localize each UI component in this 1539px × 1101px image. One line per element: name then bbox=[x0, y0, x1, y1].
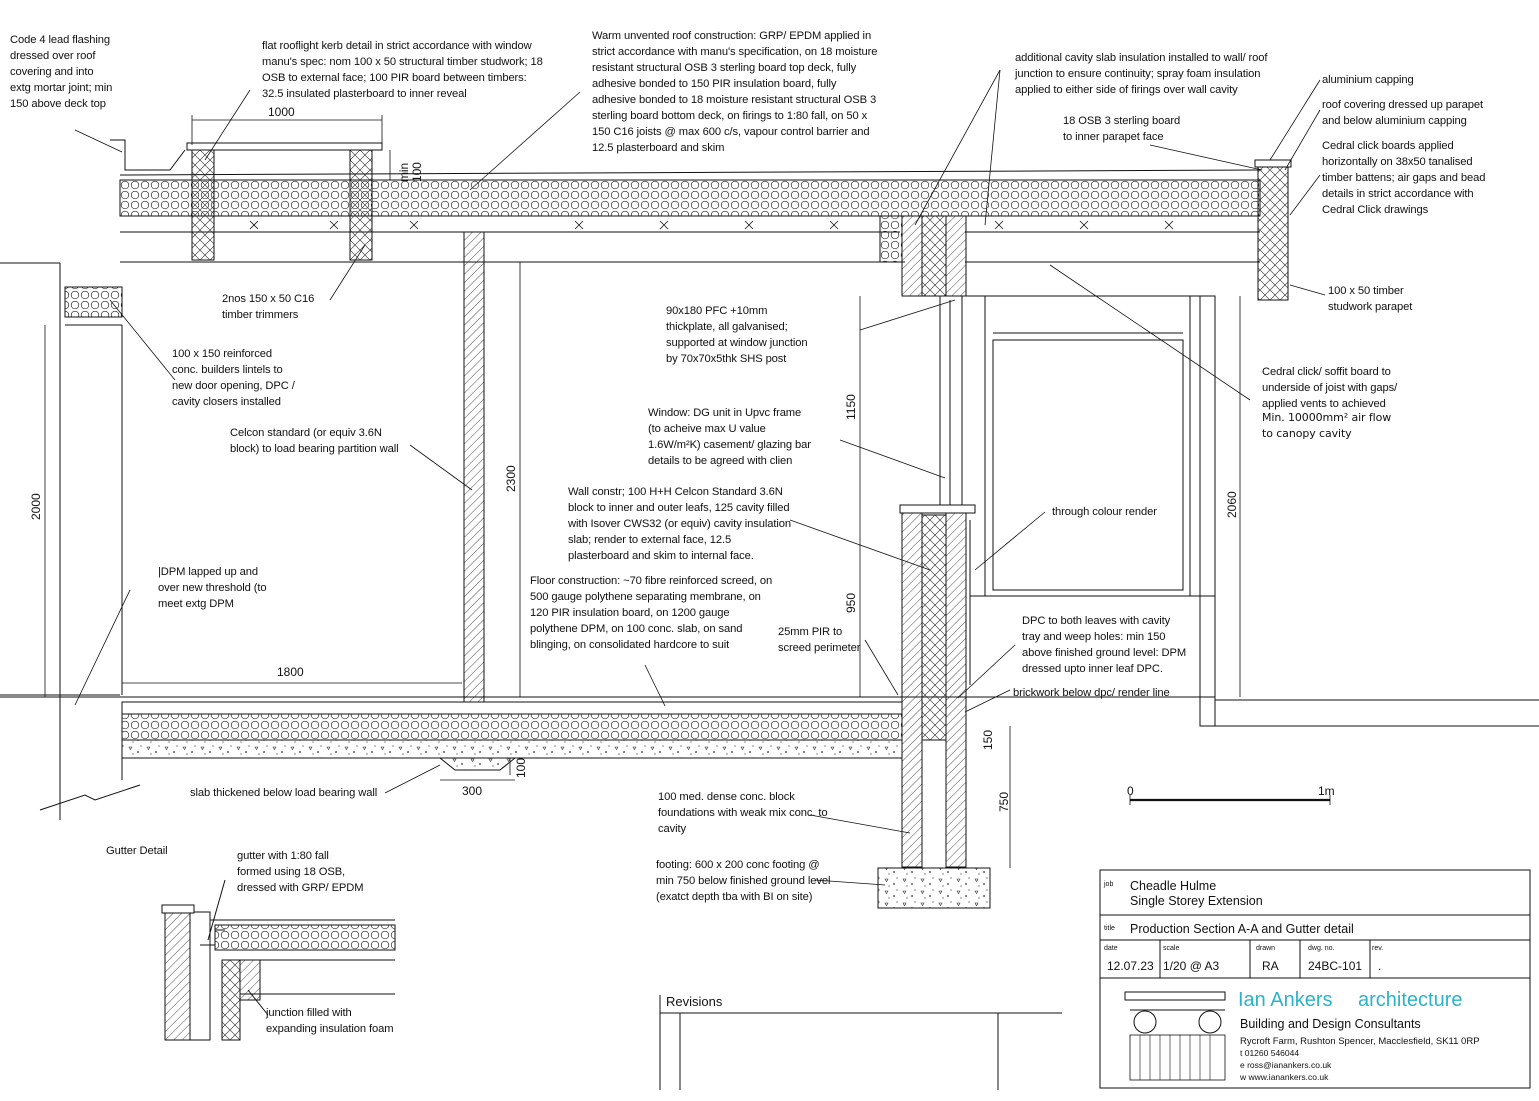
project-line2: Single Storey Extension bbox=[1130, 894, 1263, 908]
note-pfc: 90x180 PFC +10mm thickplate, all galvani… bbox=[666, 305, 808, 365]
scale-bar-start: 0 bbox=[1127, 784, 1134, 798]
dim-ceiling-height: 2300 bbox=[504, 465, 518, 492]
note-brickwork: brickwork below dpc/ render line bbox=[1013, 687, 1170, 699]
rev-value: . bbox=[1378, 959, 1381, 973]
title-block bbox=[659, 869, 1531, 1090]
telephone: t 01260 546044 bbox=[1240, 1048, 1299, 1058]
note-lintels: 100 x 150 reinforced conc. builders lint… bbox=[172, 348, 295, 408]
date-label: date bbox=[1104, 945, 1118, 952]
dim-pfc-depth: 1150 bbox=[844, 394, 858, 420]
address: Rycroft Farm, Rushton Spencer, Macclesfi… bbox=[1240, 1036, 1480, 1047]
dim-door-height: 2000 bbox=[29, 493, 43, 520]
title-label: title bbox=[1104, 925, 1115, 932]
rooflight-kerbs bbox=[110, 139, 383, 261]
note-wall-constr: Wall constr; 100 H+H Celcon Standard 3.6… bbox=[568, 486, 791, 562]
dwg-value: 24BC-101 bbox=[1308, 959, 1362, 973]
dim-footing-depth: 750 bbox=[997, 792, 1011, 812]
dim-thickening-depth: 100 bbox=[514, 758, 528, 778]
note-trimmers: 2nos 150 x 50 C16 timber trimmers bbox=[222, 293, 315, 321]
rev-label: rev. bbox=[1372, 945, 1383, 952]
note-through-colour: through colour render bbox=[1052, 506, 1157, 518]
cavity-wall bbox=[877, 215, 991, 909]
dim-thickening-width: 300 bbox=[462, 784, 482, 798]
drawn-label: drawn bbox=[1256, 945, 1275, 952]
note-rooflight-kerb: flat rooflight kerb detail in strict acc… bbox=[262, 40, 543, 100]
existing-wall bbox=[0, 262, 141, 820]
note-gutter-title: Gutter Detail bbox=[106, 845, 168, 857]
note-gutter-fall: gutter with 1:80 fall formed using 18 OS… bbox=[237, 850, 364, 894]
brand-tagline: Building and Design Consultants bbox=[1240, 1017, 1421, 1031]
note-osb-parapet: 18 OSB 3 sterling board to inner parapet… bbox=[1063, 115, 1181, 143]
note-slab-thickened: slab thickened below load bearing wall bbox=[190, 787, 378, 799]
note-cavity-slab: additional cavity slab insulation instal… bbox=[1015, 52, 1268, 96]
kerb-min-dimension: min 100 bbox=[397, 162, 424, 182]
note-studwork-parapet: 100 x 50 timber studwork parapet bbox=[1328, 285, 1413, 313]
brand-suffix: architecture bbox=[1358, 989, 1463, 1011]
dwg-label: dwg. no. bbox=[1308, 945, 1335, 952]
website: w www.ianankers.co.uk bbox=[1239, 1072, 1329, 1082]
note-floor-constr: Floor construction: ~70 fibre reinforced… bbox=[530, 575, 773, 651]
partition-wall bbox=[463, 231, 485, 709]
roof-construction bbox=[119, 169, 1261, 263]
job-label: job bbox=[1103, 881, 1113, 888]
date-value: 12.07.23 bbox=[1107, 959, 1154, 973]
dim-dpc-height: 150 bbox=[981, 730, 995, 750]
dimension-lines bbox=[44, 115, 1331, 868]
note-dpm-lapped: |DPM lapped up and over new threshold (t… bbox=[158, 566, 267, 610]
dimension-texts: 1000 2000 2300 1150 950 2060 1800 300 10… bbox=[29, 105, 1335, 812]
note-dpc: DPC to both leaves with cavity tray and … bbox=[1022, 615, 1187, 675]
drawn-value: RA bbox=[1262, 959, 1279, 973]
canopy-framing bbox=[965, 159, 1539, 727]
dim-rooflight-width: 1000 bbox=[268, 105, 295, 119]
joist-crosses bbox=[249, 220, 1174, 230]
note-roof-covering-parapet: roof covering dressed up parapet and bel… bbox=[1322, 99, 1483, 127]
note-window: Window: DG unit in Upvc frame (to acheiv… bbox=[648, 407, 811, 467]
email: e ross@ianankers.co.uk bbox=[1240, 1060, 1332, 1070]
note-airflow: Min. 10000mm² air flow to canopy cavity bbox=[1262, 411, 1392, 440]
note-soffit: Cedral click/ soffit board to underside … bbox=[1262, 366, 1398, 410]
note-block-foundations: 100 med. dense conc. block foundations w… bbox=[658, 791, 828, 835]
note-pir-perimeter: 25mm PIR to screed perimeter bbox=[778, 626, 861, 654]
note-cedral-click: Cedral click boards applied horizontally… bbox=[1322, 140, 1486, 216]
project-line1: Cheadle Hulme bbox=[1130, 879, 1216, 893]
dim-sill-height: 950 bbox=[844, 593, 858, 613]
note-warm-roof: Warm unvented roof construction: GRP/ EP… bbox=[592, 30, 878, 154]
brand-name: Ian Ankers bbox=[1238, 989, 1333, 1011]
dim-canopy-height: 2060 bbox=[1225, 491, 1239, 518]
gutter-detail bbox=[161, 879, 396, 1041]
title-block-texts: job Cheadle Hulme Single Storey Extensio… bbox=[666, 879, 1480, 1082]
dim-door-width: 1800 bbox=[277, 665, 304, 679]
scale-value: 1/20 @ A3 bbox=[1163, 959, 1220, 973]
note-lead-flashing: Code 4 lead flashing dressed over roof c… bbox=[10, 34, 113, 110]
revisions-heading: Revisions bbox=[666, 994, 723, 1009]
scale-label: scale bbox=[1163, 945, 1179, 952]
note-celcon-partition: Celcon standard (or equiv 3.6N block) to… bbox=[230, 427, 399, 455]
drawing-title: Production Section A-A and Gutter detail bbox=[1130, 922, 1354, 936]
note-junction-foam: junction filled with expanding insulatio… bbox=[266, 1007, 394, 1035]
leader-lines bbox=[74, 69, 1326, 886]
note-aluminium-capping: aluminium capping bbox=[1322, 74, 1414, 86]
floor-slab bbox=[0, 696, 1215, 780]
scale-bar-end: 1m bbox=[1318, 784, 1335, 798]
note-footing: footing: 600 x 200 conc footing @ min 75… bbox=[656, 859, 831, 903]
